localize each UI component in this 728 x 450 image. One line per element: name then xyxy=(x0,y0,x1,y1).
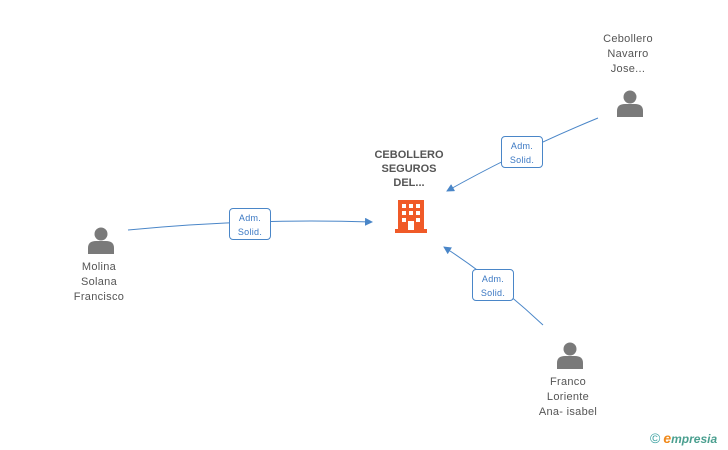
person-name-line: Ana- isabel xyxy=(538,406,598,418)
relation-label-line: Adm. xyxy=(481,274,505,284)
relation-badge-franco[interactable]: Adm. Solid. xyxy=(472,269,514,301)
person-name-line: Jose... xyxy=(610,63,646,75)
person-name-franco[interactable]: Franco Loriente Ana- isabel xyxy=(523,375,613,420)
person-name-line: Solana xyxy=(80,276,118,288)
person-name-line: Loriente xyxy=(546,391,590,403)
footer-brand: © empresia xyxy=(650,429,717,447)
person-icon[interactable] xyxy=(87,226,115,254)
brand-initial: e xyxy=(663,430,672,446)
person-name-line: Cebollero xyxy=(603,33,653,45)
company-name-line: DEL... xyxy=(393,177,425,189)
person-name-line: Molina xyxy=(81,261,117,273)
company-name-line: CEBOLLERO xyxy=(374,149,444,161)
person-name-molina[interactable]: Molina Solana Francisco xyxy=(54,260,144,305)
company-name-line: SEGUROS xyxy=(381,163,437,175)
person-name-line: Franco xyxy=(549,376,587,388)
relation-badge-molina[interactable]: Adm. Solid. xyxy=(229,208,271,240)
relation-label-line: Solid. xyxy=(480,288,506,298)
relation-label-line: Adm. xyxy=(238,213,262,223)
brand-rest: mpresia xyxy=(671,432,718,446)
relation-badge-cebollero[interactable]: Adm. Solid. xyxy=(501,136,543,168)
company-name[interactable]: CEBOLLERO SEGUROS DEL... xyxy=(364,148,454,190)
person-name-line: Francisco xyxy=(73,291,125,303)
person-name-line: Navarro xyxy=(607,48,649,60)
relation-label-line: Solid. xyxy=(237,227,263,237)
building-icon[interactable] xyxy=(395,198,427,234)
brand-logo[interactable]: empresia xyxy=(663,430,717,446)
person-icon[interactable] xyxy=(556,341,584,369)
person-name-cebollero[interactable]: Cebollero Navarro Jose... xyxy=(583,32,673,77)
person-icon[interactable] xyxy=(616,89,644,117)
relation-label-line: Solid. xyxy=(509,155,535,165)
copyright-symbol: © xyxy=(650,430,661,446)
relation-label-line: Adm. xyxy=(510,141,534,151)
